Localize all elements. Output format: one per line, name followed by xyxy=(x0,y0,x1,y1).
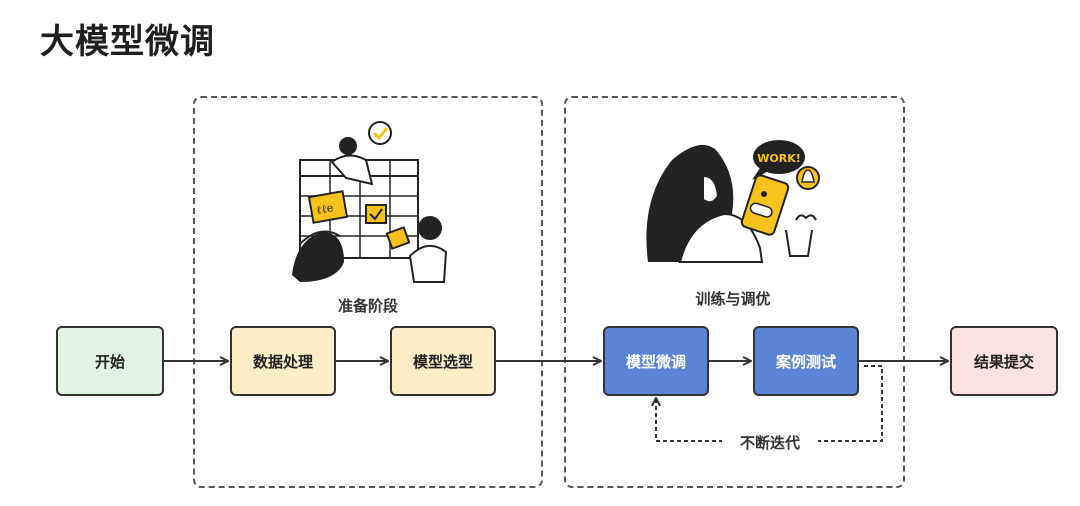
node-case-testing: 案例测试 xyxy=(753,326,859,396)
iteration-loop-label: 不断迭代 xyxy=(722,432,818,453)
train-stage-label: 训练与调优 xyxy=(695,290,771,308)
node-data-processing: 数据处理 xyxy=(230,326,336,396)
node-result-submit: 结果提交 xyxy=(950,326,1058,396)
node-fine-tuning: 模型微调 xyxy=(603,326,709,396)
prep-stage-label: 准备阶段 xyxy=(337,297,398,315)
team-spreadsheet-illustration: ℓℓe xyxy=(292,121,448,283)
prep-stage-group xyxy=(193,96,543,488)
page-title: 大模型微调 xyxy=(40,22,215,62)
node-start: 开始 xyxy=(56,326,164,396)
work-bubble-text: WORK! xyxy=(757,152,801,165)
node-model-selection: 模型选型 xyxy=(390,326,496,396)
person-with-phone-illustration: WORK! xyxy=(646,140,820,263)
prep-badge-text: ℓℓe xyxy=(315,201,334,217)
iteration-loop-arrow xyxy=(656,365,883,442)
train-stage-group xyxy=(564,96,905,488)
